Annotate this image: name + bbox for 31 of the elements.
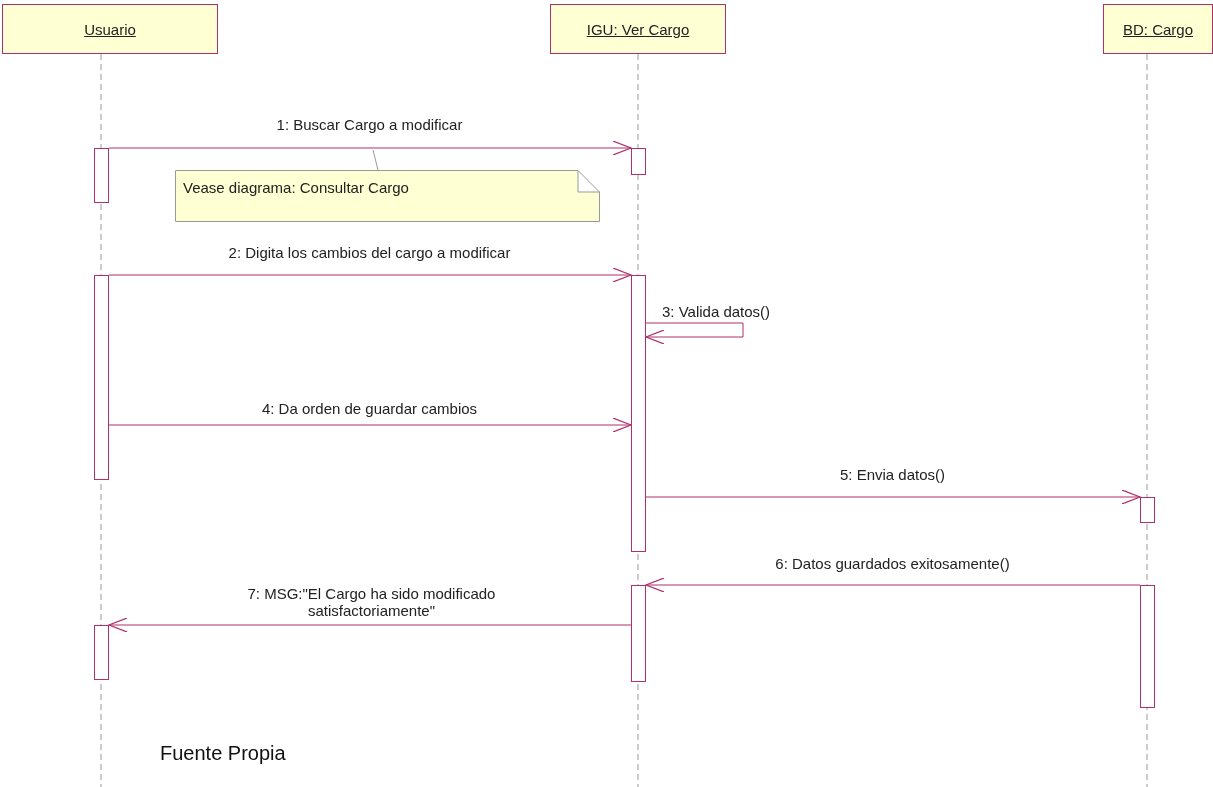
participant-box bbox=[1103, 4, 1213, 54]
message-arrow bbox=[645, 577, 1141, 593]
participant-box bbox=[550, 4, 726, 54]
message-label: 1: Buscar Cargo a modificar bbox=[274, 116, 465, 133]
activation-bar bbox=[94, 625, 109, 680]
message-label: 2: Digita los cambios del cargo a modificar bbox=[226, 244, 513, 261]
activation-bar bbox=[94, 275, 109, 480]
message-arrow bbox=[645, 489, 1141, 505]
message-label: 5: Envia datos() bbox=[837, 466, 948, 483]
message-label: 6: Datos guardados exitosamente() bbox=[773, 555, 1012, 572]
note-text: Vease diagrama: Consultar Cargo bbox=[182, 178, 410, 198]
activation-bar bbox=[94, 148, 109, 203]
participant-name: BD: Cargo bbox=[1123, 20, 1193, 38]
note bbox=[175, 170, 600, 222]
participant-name: IGU: Ver Cargo bbox=[586, 20, 690, 38]
activation-bar bbox=[1140, 497, 1155, 523]
message-arrow bbox=[645, 322, 744, 345]
activation-bar bbox=[1140, 585, 1155, 708]
message-arrow bbox=[108, 140, 632, 156]
activation-bar bbox=[631, 148, 646, 175]
activation-bar bbox=[631, 585, 646, 682]
message-arrow bbox=[108, 267, 632, 283]
activation-bar bbox=[631, 275, 646, 552]
message-arrow bbox=[108, 617, 632, 633]
caption: Fuente Propia bbox=[160, 742, 286, 765]
message-arrow bbox=[108, 417, 632, 433]
message-label: 4: Da orden de guardar cambios bbox=[259, 400, 480, 417]
participant-box bbox=[2, 4, 218, 54]
participant-name: Usuario bbox=[84, 20, 136, 38]
leader-line bbox=[372, 149, 379, 171]
message-label: 3: Valida datos() bbox=[660, 303, 773, 320]
